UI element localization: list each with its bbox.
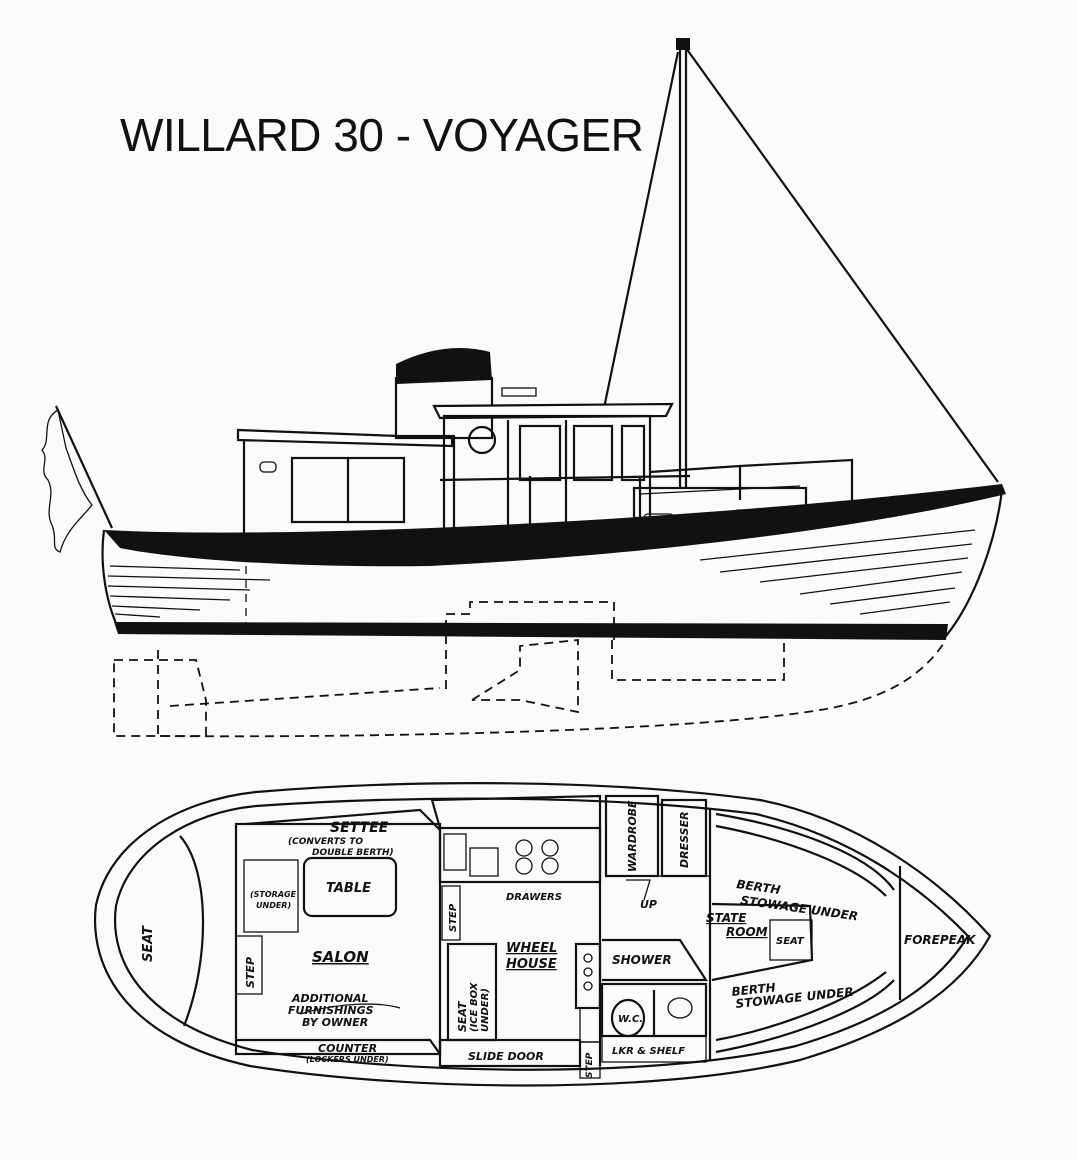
label-drawers: DRAWERS xyxy=(506,892,562,903)
wheelhouse-porthole xyxy=(467,425,497,455)
wheelhouse xyxy=(432,387,674,538)
storage-box xyxy=(243,859,299,933)
page-title: WILLARD 30 - VOYAGER xyxy=(120,109,644,161)
label-seat-icebox-1: SEAT xyxy=(456,1000,469,1032)
sheer-band xyxy=(104,484,1006,567)
aft-cabin xyxy=(236,428,456,538)
label-additional-1: ADDITIONAL xyxy=(291,992,369,1005)
stove-burner-3 xyxy=(515,857,533,875)
label-stowage-under-1: STOWAGE UNDER xyxy=(740,893,859,923)
keel-outline xyxy=(159,639,947,738)
wheelhouse-window-3 xyxy=(620,424,646,482)
label-seat-icebox-2: (ICE BOX xyxy=(469,981,480,1032)
label-step-galley: STEP xyxy=(448,903,459,932)
label-wc: W.C. xyxy=(618,1014,643,1025)
label-wheel-house-2: HOUSE xyxy=(506,957,557,972)
foredeck-house xyxy=(439,458,854,540)
stove-burner-1 xyxy=(515,839,533,857)
hull-plan-outline xyxy=(94,782,992,1087)
profile-view xyxy=(41,38,1006,738)
stove-burner-4 xyxy=(541,857,559,875)
stove-burner-2 xyxy=(541,839,559,857)
label-state-room-2: ROOM xyxy=(726,925,768,939)
label-berth-1: BERTH xyxy=(736,877,782,897)
planking-fwd xyxy=(699,529,976,615)
flag xyxy=(41,405,113,553)
forestay xyxy=(685,47,999,483)
berth-lower xyxy=(715,979,895,1054)
label-salon: SALON xyxy=(312,948,369,966)
label-state-room-1: STATE xyxy=(706,911,747,925)
label-seat-aft: SEAT xyxy=(141,925,156,962)
sink xyxy=(469,847,499,877)
label-settee: SETTEE xyxy=(330,820,389,836)
label-counter-note: (LOCKERS UNDER) xyxy=(306,1055,389,1064)
shower-stall xyxy=(602,938,709,982)
engine-outline xyxy=(446,601,615,640)
table xyxy=(302,856,398,918)
label-forepeak: FOREPEAK xyxy=(904,933,977,947)
label-up: UP xyxy=(640,898,657,911)
wheelhouse-window-2 xyxy=(572,424,614,482)
label-seat-stateroom: SEAT xyxy=(776,936,805,947)
label-step-salon: STEP xyxy=(244,957,257,988)
head-sink xyxy=(667,997,693,1019)
step-box xyxy=(235,935,263,995)
boot-stripe xyxy=(114,622,948,640)
label-additional-2: FURNISHINGS xyxy=(288,1004,374,1017)
rudder-outline xyxy=(113,659,207,737)
label-lkr-shelf: LKR & SHELF xyxy=(612,1046,685,1057)
label-storage-under-2: UNDER) xyxy=(256,901,291,910)
label-additional-3: BY OWNER xyxy=(302,1016,368,1029)
label-seat-icebox-3: UNDER) xyxy=(480,988,491,1032)
planking-aft xyxy=(107,565,271,618)
backstay xyxy=(602,51,680,409)
wheelhouse-window-1 xyxy=(518,424,562,482)
label-counter: COUNTER xyxy=(318,1042,377,1055)
label-berth-2: BERTH xyxy=(731,980,777,999)
mast xyxy=(676,38,690,488)
porthole-aft xyxy=(259,461,277,473)
label-settee-note-2: DOUBLE BERTH) xyxy=(312,848,394,858)
label-storage-under-1: (STORAGE xyxy=(250,890,297,899)
label-wheel-house-1: WHEEL xyxy=(506,941,557,956)
label-table: TABLE xyxy=(326,881,371,896)
aft-cabin-roof xyxy=(236,428,454,448)
label-shower: SHOWER xyxy=(612,953,672,967)
plan-labels: SETTEE (CONVERTS TO DOUBLE BERTH) TABLE … xyxy=(141,800,977,1078)
berth-upper xyxy=(715,812,895,891)
plan-view xyxy=(94,782,992,1087)
label-step-wheelhouse: STEP xyxy=(585,1052,595,1078)
label-slide-door: SLIDE DOOR xyxy=(468,1050,544,1063)
label-wardrobe: WARDROBE xyxy=(626,800,639,872)
hull-plan-inner xyxy=(113,797,970,1071)
label-settee-note-1: (CONVERTS TO xyxy=(288,837,363,847)
label-dresser: DRESSER xyxy=(678,811,691,868)
